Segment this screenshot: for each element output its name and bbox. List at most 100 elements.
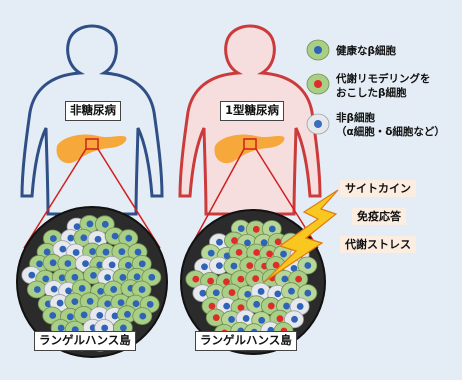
cell-nucleus (237, 275, 245, 283)
cell-nucleus (257, 288, 265, 295)
left-islet-label: ランゲルハンス島 (34, 331, 136, 351)
cell-nucleus (138, 286, 146, 293)
left-connector-b (97, 148, 161, 249)
cell-nucleus (304, 289, 312, 297)
cell-nucleus (108, 261, 116, 269)
cell-nucleus (215, 262, 223, 270)
cell-nucleus (33, 286, 41, 293)
cell-nucleus (242, 315, 250, 322)
cell-nucleus (276, 315, 284, 323)
cell-nucleus (65, 287, 72, 295)
cell-nucleus (89, 248, 97, 255)
cell-nucleus (125, 234, 133, 242)
cell-nucleus (71, 298, 79, 306)
cell-nucleus (111, 232, 119, 240)
cell-nucleus (96, 261, 104, 269)
cell-nucleus (50, 285, 58, 293)
stressor-metabolic-stress: 代謝ストレス (340, 236, 416, 253)
left-connector-a (23, 148, 87, 249)
cell-nucleus (253, 300, 261, 308)
cell-nucleus (290, 264, 298, 272)
cell-nucleus (104, 274, 111, 281)
cell-nucleus (199, 289, 207, 297)
cell-nucleus (244, 290, 252, 298)
cell-nucleus (117, 299, 125, 307)
cell-nucleus (42, 275, 50, 283)
left-islet-marker (85, 138, 99, 150)
cell-nucleus (66, 313, 74, 321)
cell-nucleus (230, 262, 238, 270)
cell-nucleus (237, 225, 245, 232)
cell-nucleus (102, 248, 110, 256)
cell-nucleus (283, 302, 290, 310)
cell-nucleus (125, 261, 132, 269)
left-body-silhouette (20, 24, 164, 216)
cell-nucleus (207, 249, 215, 257)
cell-nucleus (58, 274, 66, 282)
cell-nucleus (146, 300, 154, 308)
cell-nucleus (212, 314, 220, 322)
cell-nucleus (274, 238, 282, 246)
cell-nucleus (231, 237, 238, 244)
cell-nucleus (64, 260, 72, 267)
legend-remodeled-beta-line2: おこしたβ細胞 (336, 87, 407, 99)
cell-nucleus (86, 297, 94, 305)
cell-nucleus (148, 273, 156, 281)
cell-nucleus (208, 302, 216, 310)
cell-nucleus (133, 273, 141, 281)
cell-nucleus (90, 271, 97, 279)
cell-nucleus (110, 286, 118, 293)
cell-nucleus (72, 249, 80, 256)
cell-nucleus (49, 235, 57, 242)
legend-non-beta-line1: 非β細胞 (336, 112, 376, 124)
stressor-cytokine: サイトカイン (340, 180, 416, 197)
right-islet-marker (243, 138, 257, 150)
cell-nucleus (223, 252, 231, 260)
cell-nucleus (281, 275, 289, 283)
cell-nucleus (118, 248, 126, 256)
cell-nucleus (73, 223, 81, 231)
cell-nucleus (36, 260, 43, 268)
cell-nucleus (132, 300, 140, 307)
cell-nucleus (288, 287, 295, 295)
cell-nucleus (274, 290, 282, 298)
left-islet (16, 206, 168, 358)
cell-nucleus (56, 299, 64, 307)
stressor-immune-response: 免疫応答 (352, 208, 406, 225)
cell-nucleus (207, 277, 215, 285)
cell-nucleus (97, 287, 105, 295)
right-connector-a (189, 148, 245, 249)
cell-nucleus (80, 311, 88, 319)
right-islet-label: ランゲルハンス島 (195, 331, 297, 351)
cell-nucleus (266, 250, 274, 258)
cell-nucleus (43, 248, 51, 256)
cell-nucleus (111, 312, 119, 320)
cell-nucleus (78, 285, 86, 292)
cell-nucleus (258, 316, 266, 324)
cell-nucleus (223, 302, 231, 310)
cell-nucleus (28, 271, 36, 279)
cell-nucleus (49, 312, 57, 319)
cell-nucleus (86, 220, 94, 228)
legend-healthy-beta: 健康なβ細胞 (336, 45, 397, 57)
cell-nucleus (101, 220, 109, 228)
cell-nucleus (119, 324, 127, 332)
cell-nucleus (235, 249, 243, 256)
left-figure (20, 24, 164, 216)
cell-nucleus (253, 249, 261, 256)
legend-non-beta-line2: （α細胞・δ細胞など） (336, 126, 445, 138)
cell-nucleus (260, 239, 268, 247)
zoom-connectors (23, 148, 319, 249)
cell-nucleus (295, 275, 303, 283)
cell-nucleus (139, 312, 147, 320)
cell-nucleus (71, 273, 79, 281)
cell-nucleus (94, 235, 102, 243)
cell-nucleus (119, 274, 127, 281)
right-figure-label: 1型糖尿病 (220, 101, 285, 121)
cell-nucleus (237, 304, 245, 312)
left-figure-label: 非糖尿病 (65, 101, 121, 121)
cell-nucleus (280, 250, 287, 258)
cell-nucleus (252, 225, 260, 233)
cell-nucleus (49, 259, 57, 267)
cell-nucleus (192, 275, 200, 283)
